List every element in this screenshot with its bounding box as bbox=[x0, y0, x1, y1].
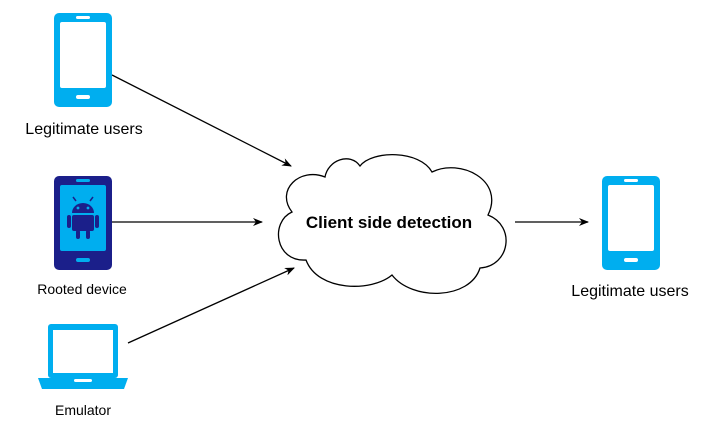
smartphone-icon bbox=[54, 13, 112, 107]
edge-legit-to-detection bbox=[111, 74, 292, 167]
legit-result-label: Legitimate users bbox=[571, 283, 688, 300]
legit-source-label: Legitimate users bbox=[25, 121, 142, 138]
rooted-label: Rooted device bbox=[37, 281, 127, 297]
edges bbox=[111, 74, 589, 344]
emulator-label: Emulator bbox=[55, 402, 111, 418]
edge-emulator-to-detection bbox=[127, 267, 295, 344]
android-icon bbox=[67, 196, 99, 239]
cloud-shape bbox=[277, 154, 507, 294]
smartphone-icon bbox=[602, 176, 660, 270]
laptop-icon bbox=[38, 324, 128, 389]
android-phone-icon bbox=[54, 176, 112, 270]
detection-label: Client side detection bbox=[306, 213, 472, 232]
